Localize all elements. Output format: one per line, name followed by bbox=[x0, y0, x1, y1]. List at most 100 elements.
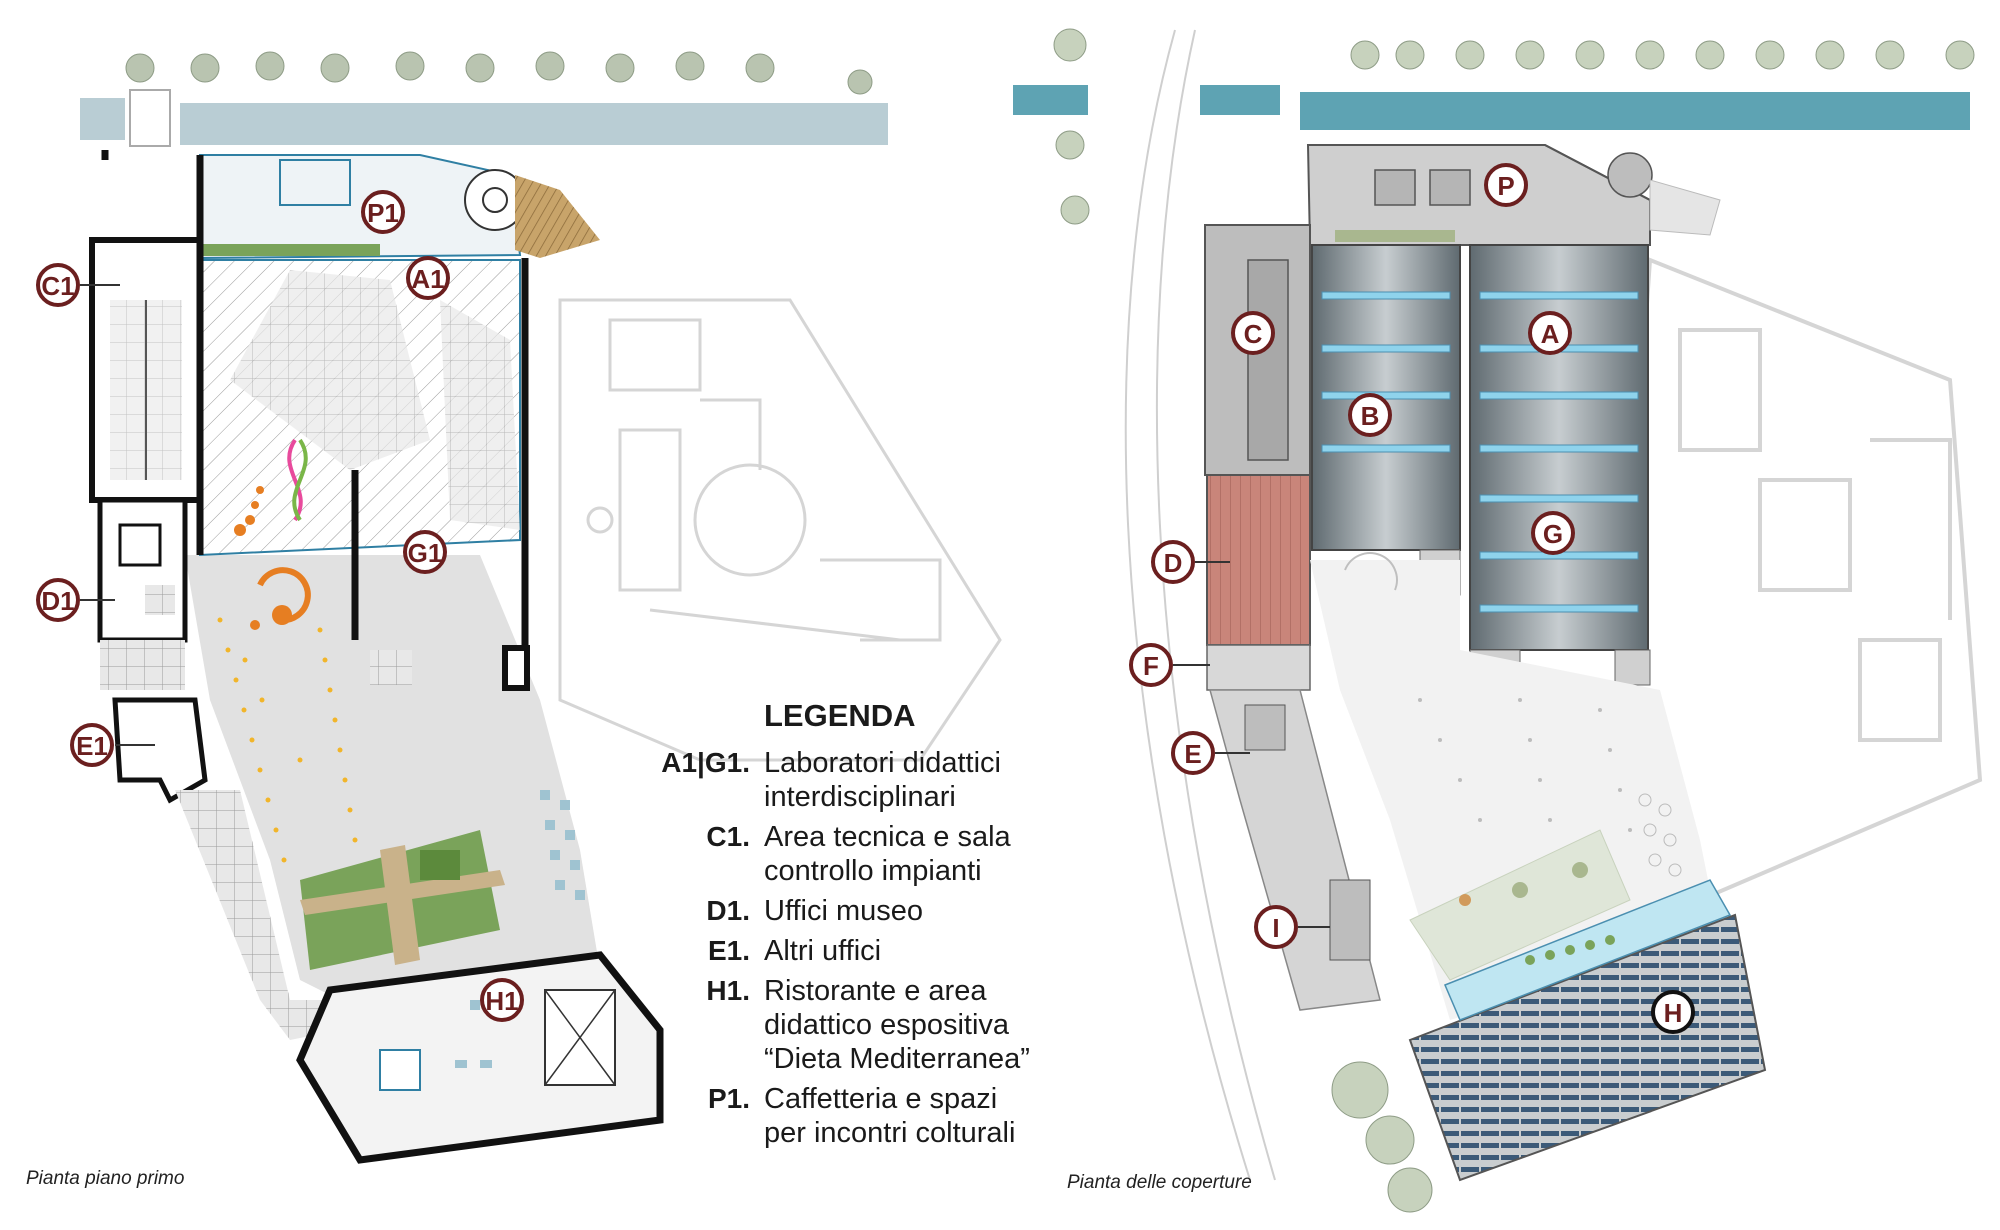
legend-code: E1. bbox=[707, 935, 750, 966]
label-c1: C1 bbox=[36, 263, 120, 307]
wood-deck bbox=[515, 175, 600, 258]
legend-code: C1. bbox=[706, 821, 750, 852]
legend-text: Altri uffici bbox=[764, 934, 881, 968]
svg-text:C: C bbox=[1244, 319, 1263, 349]
left-plan-caption: Pianta piano primo bbox=[26, 1168, 185, 1189]
svg-text:E1: E1 bbox=[76, 731, 108, 761]
right-roof-plan bbox=[1013, 28, 1983, 1213]
legend-text-line: Uffici museo bbox=[764, 895, 924, 927]
archaeological-ruins-left bbox=[558, 298, 1002, 762]
block-e1 bbox=[112, 697, 208, 804]
label-d1: D1 bbox=[36, 578, 115, 622]
roof-h bbox=[1408, 913, 1767, 1182]
roof-p-planter bbox=[1335, 230, 1455, 242]
label-g1: G1 bbox=[403, 530, 447, 574]
label-a: A bbox=[1528, 311, 1572, 355]
label-c: C bbox=[1231, 311, 1275, 355]
label-d: D bbox=[1151, 540, 1230, 584]
main-floor bbox=[185, 555, 600, 1000]
svg-text:H1: H1 bbox=[485, 986, 518, 1016]
svg-text:F: F bbox=[1143, 651, 1159, 681]
canal-left-main bbox=[180, 103, 888, 145]
label-h1: H1 bbox=[480, 978, 524, 1022]
installation bbox=[234, 438, 308, 536]
legend-item: E1. Altri uffici bbox=[630, 934, 1190, 968]
label-f: F bbox=[1129, 643, 1210, 687]
roof-e-i-strip bbox=[1209, 689, 1381, 1011]
roof-e bbox=[1244, 704, 1286, 751]
svg-text:P: P bbox=[1497, 171, 1514, 201]
roof-i bbox=[1329, 879, 1371, 961]
legend-code: D1. bbox=[706, 895, 750, 926]
legend-text-line: Laboratori didattici bbox=[764, 747, 1001, 779]
right-plan-caption: Pianta delle coperture bbox=[1067, 1172, 1252, 1193]
legend-text-line: “Dieta Mediterranea” bbox=[764, 1043, 1030, 1075]
legend-text-line: Altri uffici bbox=[764, 935, 882, 967]
legend-text-line: per incontri colturali bbox=[764, 1117, 1016, 1149]
legend-item: D1. Uffici museo bbox=[630, 894, 1190, 928]
legend-text: Uffici museo bbox=[764, 894, 923, 928]
left-floor-plan bbox=[80, 51, 1002, 1164]
garden-left bbox=[300, 830, 505, 970]
svg-text:H: H bbox=[1664, 998, 1683, 1028]
legend-title: LEGENDA bbox=[764, 698, 916, 733]
planter-strip bbox=[200, 244, 380, 256]
label-p: P bbox=[1484, 163, 1528, 207]
grid-gallery-a bbox=[230, 270, 430, 470]
legend-text-line: didattico espositiva bbox=[764, 1009, 1010, 1041]
label-a1: A1 bbox=[406, 256, 450, 300]
tree-row-right bbox=[1053, 28, 1975, 1213]
legend-code: H1. bbox=[706, 975, 750, 1006]
label-e1: E1 bbox=[70, 723, 155, 767]
canal-left bbox=[80, 98, 125, 140]
svg-text:B: B bbox=[1361, 401, 1380, 431]
legend-text-line: Area tecnica e sala bbox=[764, 821, 1011, 853]
glass-canopy bbox=[1444, 879, 1732, 1021]
svg-text:P1: P1 bbox=[367, 198, 399, 228]
canal-right-b bbox=[1200, 85, 1280, 115]
svg-text:E: E bbox=[1184, 739, 1201, 769]
svg-text:G: G bbox=[1543, 519, 1563, 549]
ring-sculpture bbox=[257, 567, 311, 624]
legend-text-line: Ristorante e area bbox=[764, 975, 987, 1007]
svg-text:D1: D1 bbox=[41, 586, 74, 616]
label-i: I bbox=[1254, 905, 1330, 949]
roof-d bbox=[1206, 474, 1311, 646]
legend-text-line: controllo impianti bbox=[764, 855, 982, 887]
svg-text:G1: G1 bbox=[408, 538, 443, 568]
svg-text:I: I bbox=[1272, 913, 1279, 943]
roof-f bbox=[1206, 644, 1311, 691]
legend-code: P1. bbox=[707, 1083, 750, 1114]
right-plan-labels: A B C D E F G H bbox=[1129, 163, 1695, 1034]
label-e: E bbox=[1171, 731, 1250, 775]
legend-text-line: Caffetteria e spazi bbox=[764, 1083, 998, 1115]
svg-text:A: A bbox=[1541, 319, 1560, 349]
svg-text:D: D bbox=[1164, 548, 1183, 578]
canal-right-main bbox=[1300, 92, 1970, 130]
skylights bbox=[1321, 291, 1639, 613]
block-d1 bbox=[97, 497, 188, 643]
svg-text:A1: A1 bbox=[411, 264, 444, 294]
svg-text:C1: C1 bbox=[41, 271, 74, 301]
label-b: B bbox=[1348, 393, 1392, 437]
legend-text-line: interdisciplinari bbox=[764, 781, 956, 813]
tree-row-left bbox=[125, 51, 873, 95]
legend-code: A1|G1. bbox=[661, 747, 750, 778]
label-h: H bbox=[1651, 990, 1695, 1034]
outdoor-tables-right bbox=[1638, 793, 1682, 877]
grid-gallery-b bbox=[440, 300, 520, 530]
outdoor-tables-left bbox=[540, 790, 585, 900]
label-p1: P1 bbox=[361, 190, 405, 234]
label-g: G bbox=[1531, 511, 1575, 555]
